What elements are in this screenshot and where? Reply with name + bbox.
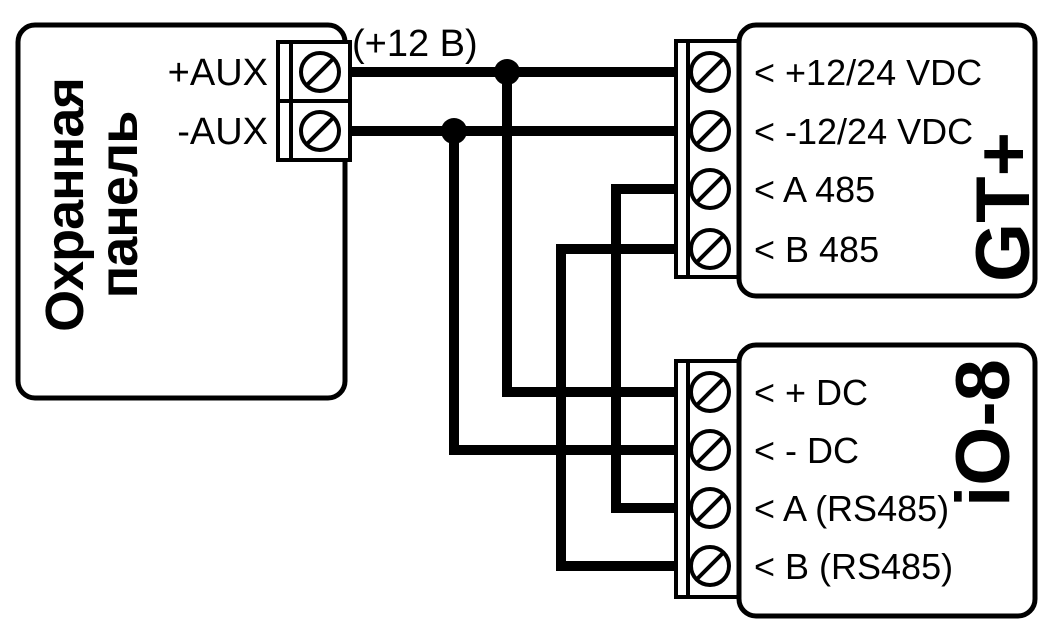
gt-terminal-label-1: < +12/24 VDC <box>754 52 982 93</box>
aux-terminal-block <box>276 40 352 162</box>
screw-terminal-icon <box>689 487 731 529</box>
io8-terminal-label-3: < A (RS485) <box>754 488 949 529</box>
gt-terminal-label-2: < -12/24 VDC <box>754 111 973 152</box>
wires <box>345 59 690 571</box>
io8-module-box <box>736 342 1038 619</box>
wire-b485-gt-to-io8 <box>556 244 690 571</box>
gt-screws <box>689 51 731 270</box>
gt-terminal-label-4: < B 485 <box>754 229 879 270</box>
screw-terminal-icon <box>689 168 731 210</box>
screw-terminal-icon <box>689 429 731 471</box>
security-panel-title: Охранная панель <box>35 78 149 332</box>
screw-terminal-icon <box>689 545 731 587</box>
junction-dot-plus <box>494 59 520 85</box>
wire-minus-branch-to-io8 <box>449 131 690 455</box>
security-panel-title-line2: панель <box>89 112 149 299</box>
wire-plus-branch-to-io8 <box>502 72 690 397</box>
io8-terminal-label-2: < - DC <box>754 430 859 471</box>
screw-terminal-icon <box>299 51 341 93</box>
io8-module-name-text: iO-8 <box>941 359 1026 507</box>
wire-a485-gt-to-io8 <box>611 184 690 513</box>
io8-terminal-label-4: < B (RS485) <box>754 546 953 587</box>
gt-module-name-text: GT+ <box>961 132 1046 282</box>
screw-terminal-icon <box>689 51 731 93</box>
security-panel-box <box>15 22 348 401</box>
screw-terminal-icon <box>299 110 341 152</box>
terminal-label-plus-aux: +AUX <box>168 52 268 94</box>
gt-module-name: GT+ <box>961 132 1046 282</box>
wire-voltage-label: (+12 В) <box>352 23 478 65</box>
gt-module-box <box>736 22 1038 299</box>
io8-terminal-label-1: < + DC <box>754 372 868 413</box>
gt-terminal-block <box>674 39 742 279</box>
screw-terminal-icon <box>689 371 731 413</box>
junction-dot-minus <box>441 118 467 144</box>
io8-screws <box>689 371 731 587</box>
terminal-label-minus-aux: -AUX <box>177 111 268 153</box>
gt-terminal-label-3: < A 485 <box>754 169 875 210</box>
screw-terminal-icon <box>689 110 731 152</box>
security-panel-title-line1: Охранная <box>35 78 95 332</box>
screw-terminal-icon <box>689 228 731 270</box>
io8-module-name: iO-8 <box>941 359 1026 507</box>
io8-terminal-block <box>674 359 742 599</box>
